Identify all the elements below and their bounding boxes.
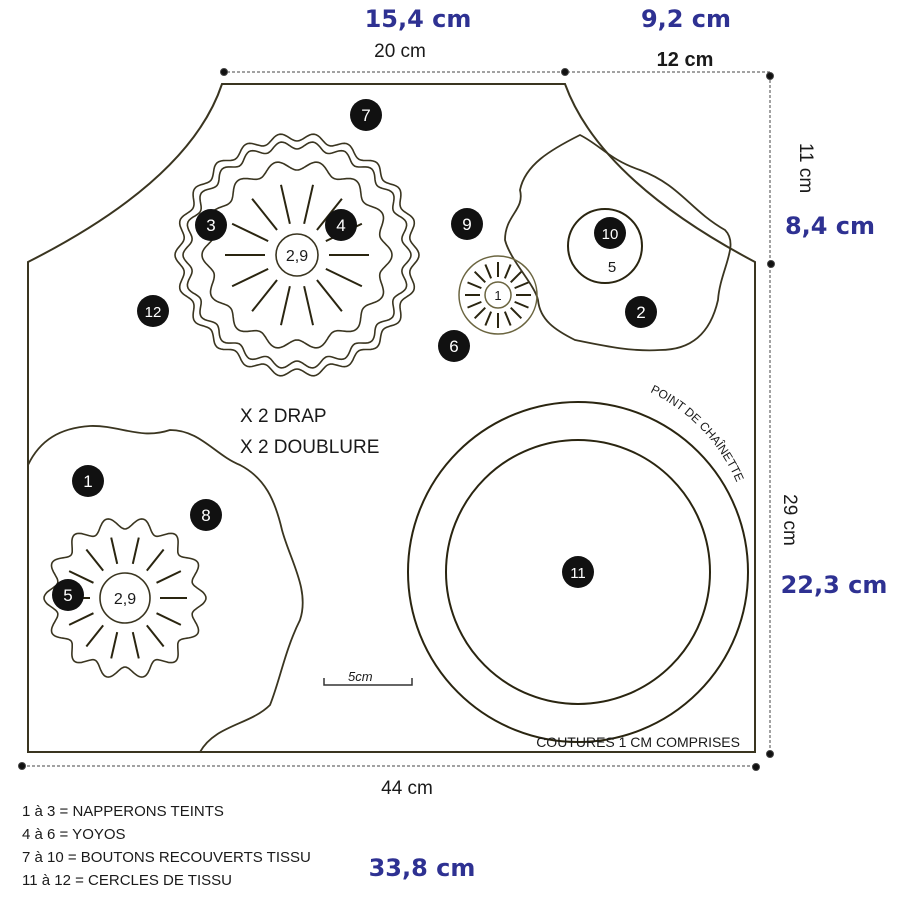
gather-ray <box>280 184 291 225</box>
gather-ray <box>231 267 269 288</box>
napperon-piece-2 <box>504 133 732 352</box>
scale-bar <box>323 678 413 686</box>
gather-ray <box>156 612 182 626</box>
gather-ray <box>510 307 523 320</box>
marker-10: 10 <box>594 217 626 249</box>
gather-ray <box>231 222 269 243</box>
legend-item: 7 à 10 = BOUTONS RECOUVERTS TISSU <box>22 849 311 866</box>
dim-top-right: 12 cm <box>657 49 714 71</box>
dim-bottom: 44 cm <box>381 778 433 799</box>
gather-ray <box>303 184 314 225</box>
marker-1: 1 <box>72 465 104 497</box>
dim-bottom-scaled: 33,8 cm <box>369 854 476 882</box>
scallop-ring <box>43 518 207 678</box>
gather-ray <box>473 307 486 320</box>
svg-text:5: 5 <box>63 586 72 605</box>
gather-ray <box>251 198 278 231</box>
dim-right-top-scaled: 8,4 cm <box>785 212 875 240</box>
gather-ray <box>146 548 165 572</box>
marker-2: 2 <box>625 296 657 328</box>
gather-ray <box>280 285 291 326</box>
inner-label: 1 <box>494 288 501 303</box>
legend: 1 à 3 = NAPPERONS TEINTS 4 à 6 = YOYOS 7… <box>22 800 311 892</box>
marker-4: 4 <box>325 209 357 241</box>
gather-ray <box>303 285 314 326</box>
legend-item: 11 à 12 = CERCLES DE TISSU <box>22 872 232 889</box>
gather-ray <box>484 264 493 279</box>
cut-instruction-2: X 2 DOUBLURE <box>240 437 379 458</box>
gather-ray <box>131 537 140 565</box>
gather-ray <box>510 270 523 283</box>
legend-item: 1 à 3 = NAPPERONS TEINTS <box>22 803 224 820</box>
svg-text:8: 8 <box>201 506 210 525</box>
gather-ray <box>503 311 512 326</box>
scale-label: 5cm <box>348 669 373 684</box>
scallop-ring <box>201 161 393 349</box>
apron-outline <box>27 83 756 753</box>
marker-8: 8 <box>190 499 222 531</box>
inner-circle <box>99 572 151 624</box>
gather-ray <box>484 311 493 326</box>
gather-ray <box>467 281 482 290</box>
dim-top-left: 20 cm <box>374 41 426 62</box>
gather-ray <box>146 624 165 648</box>
dimension-lines <box>18 68 775 771</box>
gather-ray <box>85 624 104 648</box>
gather-ray <box>473 270 486 283</box>
svg-text:7: 7 <box>361 106 370 125</box>
dim-right-bottom: 29 cm <box>779 494 800 546</box>
gather-ray <box>110 631 119 659</box>
svg-text:6: 6 <box>449 337 458 356</box>
dim-top-left-scaled: 15,4 cm <box>365 5 472 33</box>
gather-ray <box>68 570 94 584</box>
svg-text:1: 1 <box>83 472 92 491</box>
inner-circle <box>275 233 319 277</box>
gather-ray <box>503 264 512 279</box>
gather-ray <box>514 281 529 290</box>
gather-ray <box>131 631 140 659</box>
scallop-ring <box>174 133 420 377</box>
svg-text:10: 10 <box>602 226 619 243</box>
gather-ray <box>325 267 363 288</box>
gather-ray <box>68 612 94 626</box>
marker-6: 6 <box>438 330 470 362</box>
napperon-piece-1 <box>27 425 304 753</box>
marker-5: 5 <box>52 579 84 611</box>
marker-9: 9 <box>451 208 483 240</box>
stitch-label: POINT DE CHAÎNETTE <box>649 382 747 484</box>
dim-right-bottom-scaled: 22,3 cm <box>781 571 888 599</box>
fabric-circle-11 <box>407 401 749 743</box>
inner-label: 2,9 <box>114 591 136 608</box>
inner-label: 2,9 <box>286 248 308 265</box>
svg-text:2: 2 <box>636 303 645 322</box>
marker-12: 12 <box>137 295 169 327</box>
legend-item: 4 à 6 = YOYOS <box>22 826 126 843</box>
dim-top-right-scaled: 9,2 cm <box>641 5 731 33</box>
marker-11: 11 <box>562 556 594 588</box>
gather-ray <box>156 570 182 584</box>
svg-text:12: 12 <box>145 304 162 321</box>
gather-ray <box>316 279 343 312</box>
dim-right-top: 11 cm <box>795 143 816 193</box>
gather-ray <box>467 300 482 309</box>
svg-text:11: 11 <box>570 565 586 582</box>
gather-ray <box>251 279 278 312</box>
yoyo-1 <box>458 255 538 335</box>
gather-ray <box>85 548 104 572</box>
svg-text:3: 3 <box>206 216 215 235</box>
button-circle-10 <box>567 208 643 284</box>
gather-ray <box>110 537 119 565</box>
seam-allowance-note: COUTURES 1 CM COMPRISES <box>536 734 740 750</box>
inner-label: 5 <box>608 259 616 276</box>
marker-3: 3 <box>195 209 227 241</box>
marker-7: 7 <box>350 99 382 131</box>
gather-ray <box>514 300 529 309</box>
cut-instruction-1: X 2 DRAP <box>240 406 327 427</box>
scallop-ring <box>182 141 412 369</box>
svg-text:4: 4 <box>336 216 345 235</box>
scalloped-doilies <box>43 133 420 678</box>
svg-text:9: 9 <box>462 215 471 234</box>
